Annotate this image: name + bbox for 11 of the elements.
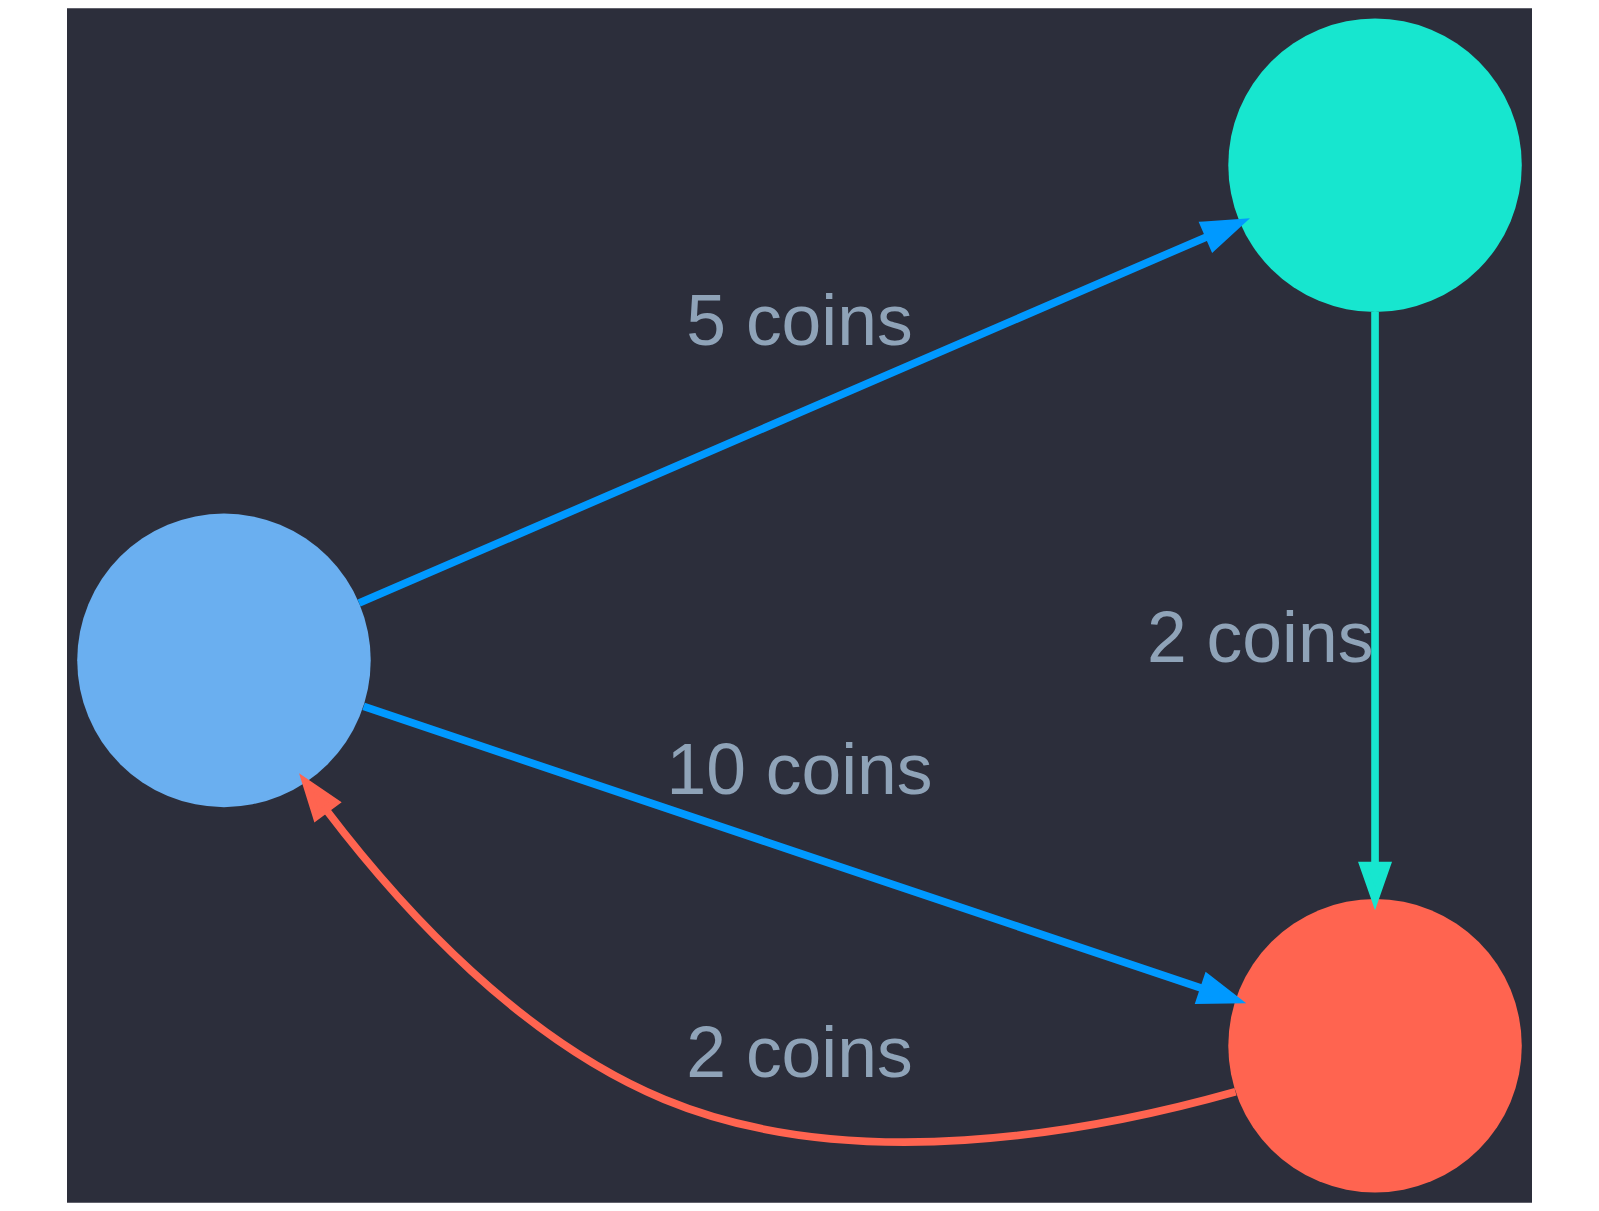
node-circle [77, 513, 371, 808]
arrow [299, 773, 1237, 1146]
arrow [362, 702, 1247, 1004]
node-circle [1228, 18, 1522, 312]
arrow [357, 218, 1250, 607]
node-circle [1228, 899, 1522, 1193]
edge-label: 5 coins [686, 279, 913, 360]
edge-label: 2 coins [686, 1012, 913, 1093]
edge-label: 10 coins [666, 729, 933, 810]
arrow [1358, 312, 1393, 911]
edge-label: 2 coins [1146, 597, 1374, 678]
